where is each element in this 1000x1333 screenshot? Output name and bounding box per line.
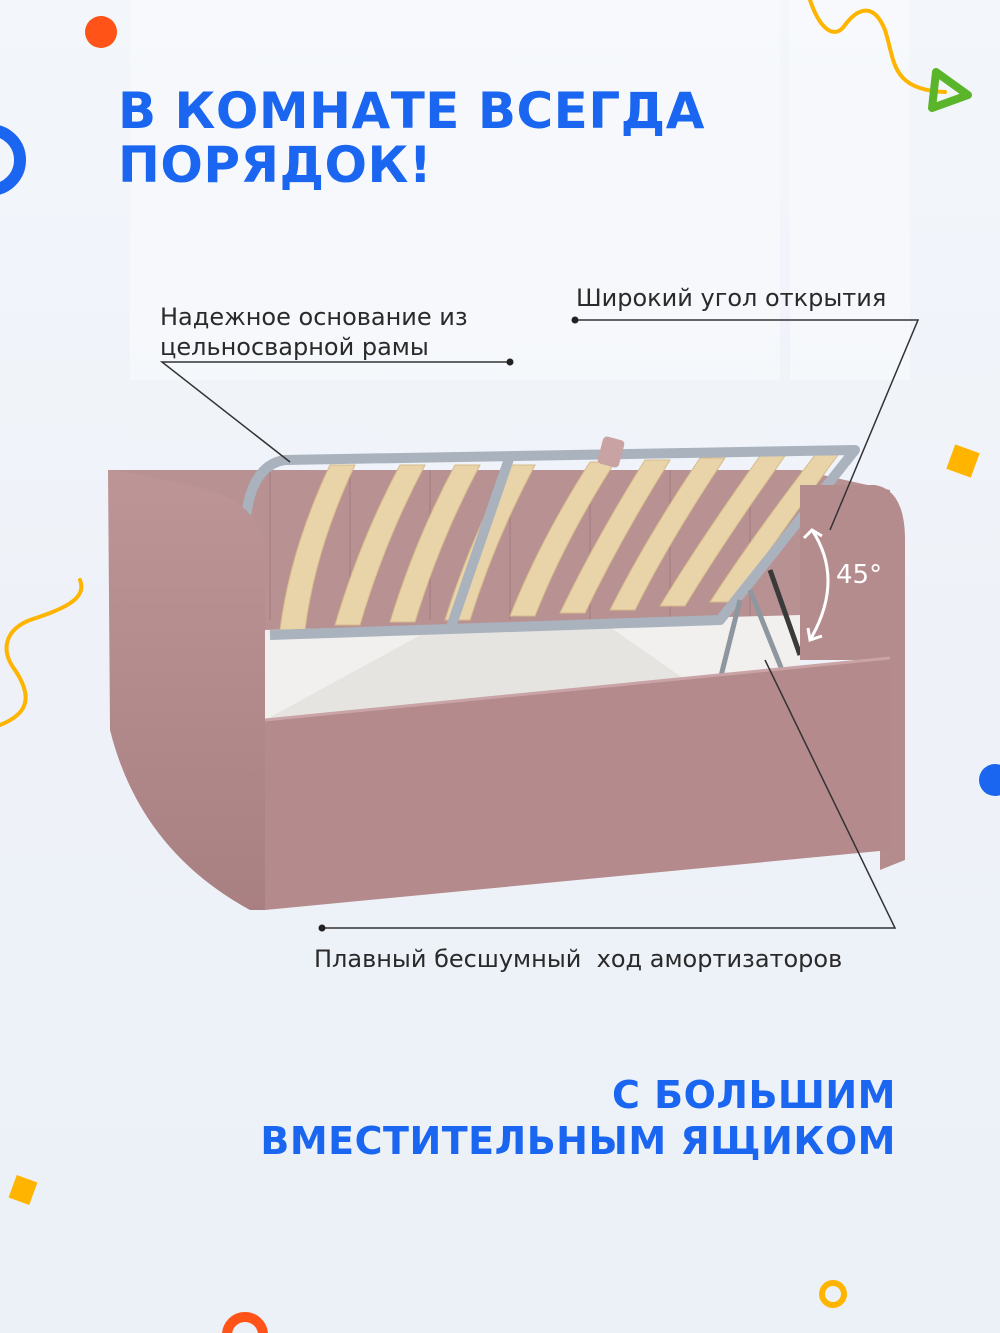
yellow-rhombus-icon bbox=[8, 1174, 38, 1206]
right-armrest bbox=[800, 485, 905, 870]
callout-welded-frame-line1: Надежное основание из bbox=[160, 303, 468, 331]
blue-dot-icon bbox=[979, 764, 1000, 796]
callout-welded-frame: Надежное основание из цельносварной рамы bbox=[160, 302, 468, 362]
background-window-pane bbox=[790, 0, 910, 380]
headline-bottom: С БОЛЬШИМ ВМЕСТИТЕЛЬНЫМ ЯЩИКОМ bbox=[260, 1072, 896, 1164]
headline-top-line2: ПОРЯДОК! bbox=[118, 136, 433, 194]
angle-arrow-icon bbox=[808, 529, 830, 641]
orange-ring-icon bbox=[222, 1312, 268, 1333]
headline-bottom-line1: С БОЛЬШИМ bbox=[612, 1073, 896, 1117]
green-triangle-icon bbox=[928, 68, 972, 112]
yellow-square-icon bbox=[946, 444, 980, 478]
blue-ring-icon bbox=[0, 125, 26, 195]
background-window-pane bbox=[130, 0, 780, 380]
headline-top-line1: В КОМНАТЕ ВСЕГДА bbox=[118, 82, 705, 140]
metal-frame bbox=[240, 445, 860, 640]
yellow-squiggle-icon bbox=[808, 0, 947, 94]
headline-bottom-line2: ВМЕСТИТЕЛЬНЫМ ЯЩИКОМ bbox=[260, 1119, 896, 1163]
angle-value-label: 45° bbox=[836, 560, 883, 590]
orange-dot-icon bbox=[85, 16, 117, 48]
gas-shock-absorber bbox=[767, 569, 803, 656]
callout-welded-frame-line2: цельносварной рамы bbox=[160, 333, 429, 361]
callout-shock-absorbers: Плавный бесшумный ход амортизаторов bbox=[314, 945, 843, 973]
yellow-ring-icon bbox=[819, 1280, 847, 1308]
left-headboard bbox=[108, 470, 265, 910]
bed-illustration bbox=[108, 436, 905, 910]
callout-opening-angle: Широкий угол открытия bbox=[576, 284, 887, 312]
yellow-squiggle-left-icon bbox=[0, 578, 84, 727]
headline-top: В КОМНАТЕ ВСЕГДА ПОРЯДОК! bbox=[118, 84, 705, 192]
frame-handle bbox=[597, 436, 625, 468]
